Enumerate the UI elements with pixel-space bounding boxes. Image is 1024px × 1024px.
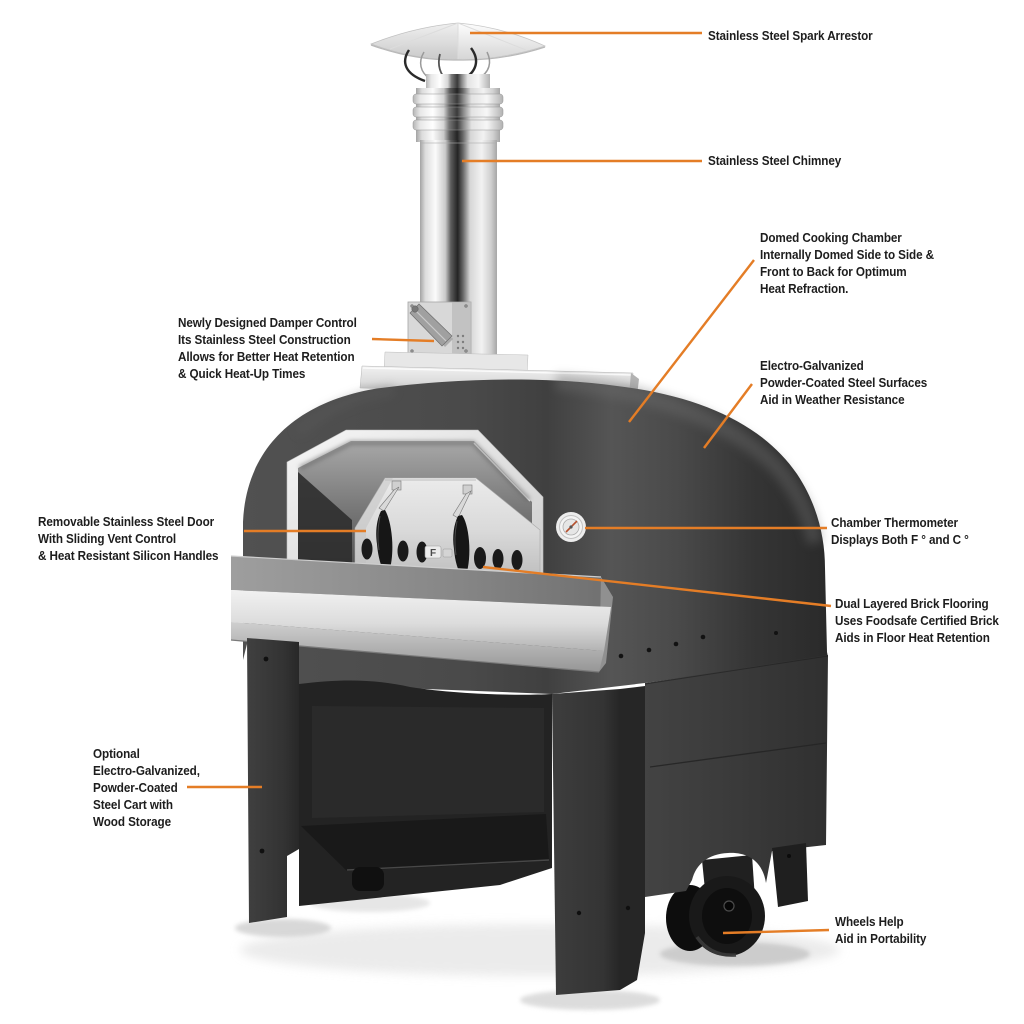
callout-damper-control: Newly Designed Damper Control Its Stainl… — [178, 315, 357, 381]
cap-strut — [404, 49, 426, 83]
door-badge — [424, 545, 442, 559]
wood-storage-shelf — [301, 814, 549, 871]
wood-storage — [299, 680, 552, 906]
dome-highlight — [555, 374, 823, 545]
leader-line-weather-resistance — [703, 383, 753, 449]
callout-wheels: Wheels Help Aid in Portability — [835, 914, 927, 946]
callout-domed-chamber: Domed Cooking Chamber Internally Domed S… — [760, 230, 935, 296]
rear-caster — [352, 867, 384, 891]
cart-front-right-leg — [552, 686, 645, 995]
leader-line-damper-control — [371, 337, 435, 343]
vent-slots — [361, 538, 523, 570]
vent-slider-bracket — [378, 480, 473, 519]
callout-brick-flooring: Dual Layered Brick Flooring Uses Foodsaf… — [835, 596, 999, 645]
leader-line-wheels — [722, 928, 830, 935]
cart-side-panel — [644, 655, 829, 897]
damper-control — [407, 301, 472, 357]
front-landing-shelf — [230, 555, 613, 673]
callout-thermometer: Chamber Thermometer Displays Both F ° an… — [831, 515, 969, 547]
door-badge-letter: F — [430, 548, 436, 559]
callout-spark-arrestor: Stainless Steel Spark Arrestor — [708, 28, 873, 43]
leader-line-brick-flooring — [482, 565, 832, 608]
cart-rear-leg — [772, 843, 808, 907]
silicon-handles — [376, 510, 470, 575]
door-reveal-shadow — [298, 472, 352, 575]
caster-wheels — [666, 855, 765, 957]
callout-weather-resistance: Electro-Galvanized Powder-Coated Steel S… — [760, 358, 928, 407]
wheel-axle — [723, 900, 735, 912]
callout-door: Removable Stainless Steel Door With Slid… — [38, 514, 219, 563]
stainless-door: F — [354, 477, 541, 576]
leader-line-domed-chamber — [628, 259, 755, 423]
callout-chimney: Stainless Steel Chimney — [708, 153, 842, 168]
chamber-thermometer — [556, 512, 586, 542]
callout-steel-cart: Optional Electro-Galvanized, Powder-Coat… — [93, 746, 200, 829]
